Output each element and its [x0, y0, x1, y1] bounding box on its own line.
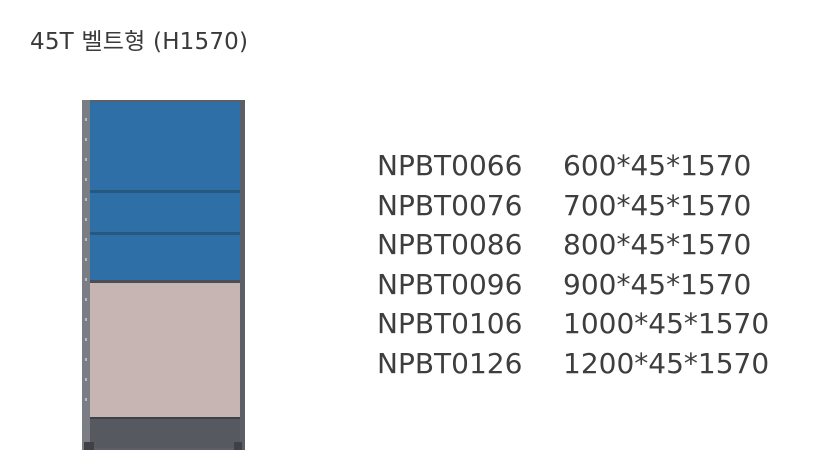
page-title: 45T 벨트형 (H1570): [30, 29, 249, 55]
partition-panel-image: [80, 98, 248, 452]
table-row: NPBT0096 900*45*1570: [377, 265, 769, 305]
panel-left-post: [82, 100, 90, 450]
model-size: 1000*45*1570: [563, 307, 770, 340]
model-size: 600*45*1570: [563, 149, 752, 182]
panel-foot-left: [84, 442, 94, 450]
model-size: 800*45*1570: [563, 228, 752, 261]
table-row: NPBT0106 1000*45*1570: [377, 304, 769, 344]
table-row: NPBT0076 700*45*1570: [377, 186, 769, 226]
partition-panel-drawing: [82, 100, 245, 450]
panel-base: [90, 417, 240, 448]
post-slots: [85, 118, 87, 401]
model-size: 900*45*1570: [563, 267, 752, 301]
belt-line-2: [90, 232, 240, 235]
belt-line-1: [90, 190, 240, 193]
model-code: NPBT0086: [377, 228, 523, 261]
model-size: 1200*45*1570: [563, 346, 770, 380]
panel-foot-right: [234, 442, 242, 450]
model-code: NPBT0126: [377, 346, 523, 380]
model-code: NPBT0096: [377, 267, 523, 301]
section-divider: [90, 280, 240, 283]
spec-table: NPBT0066 600*45*1570 NPBT0076 700*45*157…: [377, 146, 769, 383]
model-size: 700*45*1570: [563, 188, 752, 222]
model-code: NPBT0066: [377, 149, 523, 182]
model-code: NPBT0076: [377, 188, 523, 222]
model-code: NPBT0106: [377, 307, 523, 340]
pink-fabric-section: [90, 283, 240, 417]
table-row: NPBT0126 1200*45*1570: [377, 344, 769, 384]
table-row: NPBT0086 800*45*1570: [377, 225, 769, 265]
table-row: NPBT0066 600*45*1570: [377, 146, 769, 186]
